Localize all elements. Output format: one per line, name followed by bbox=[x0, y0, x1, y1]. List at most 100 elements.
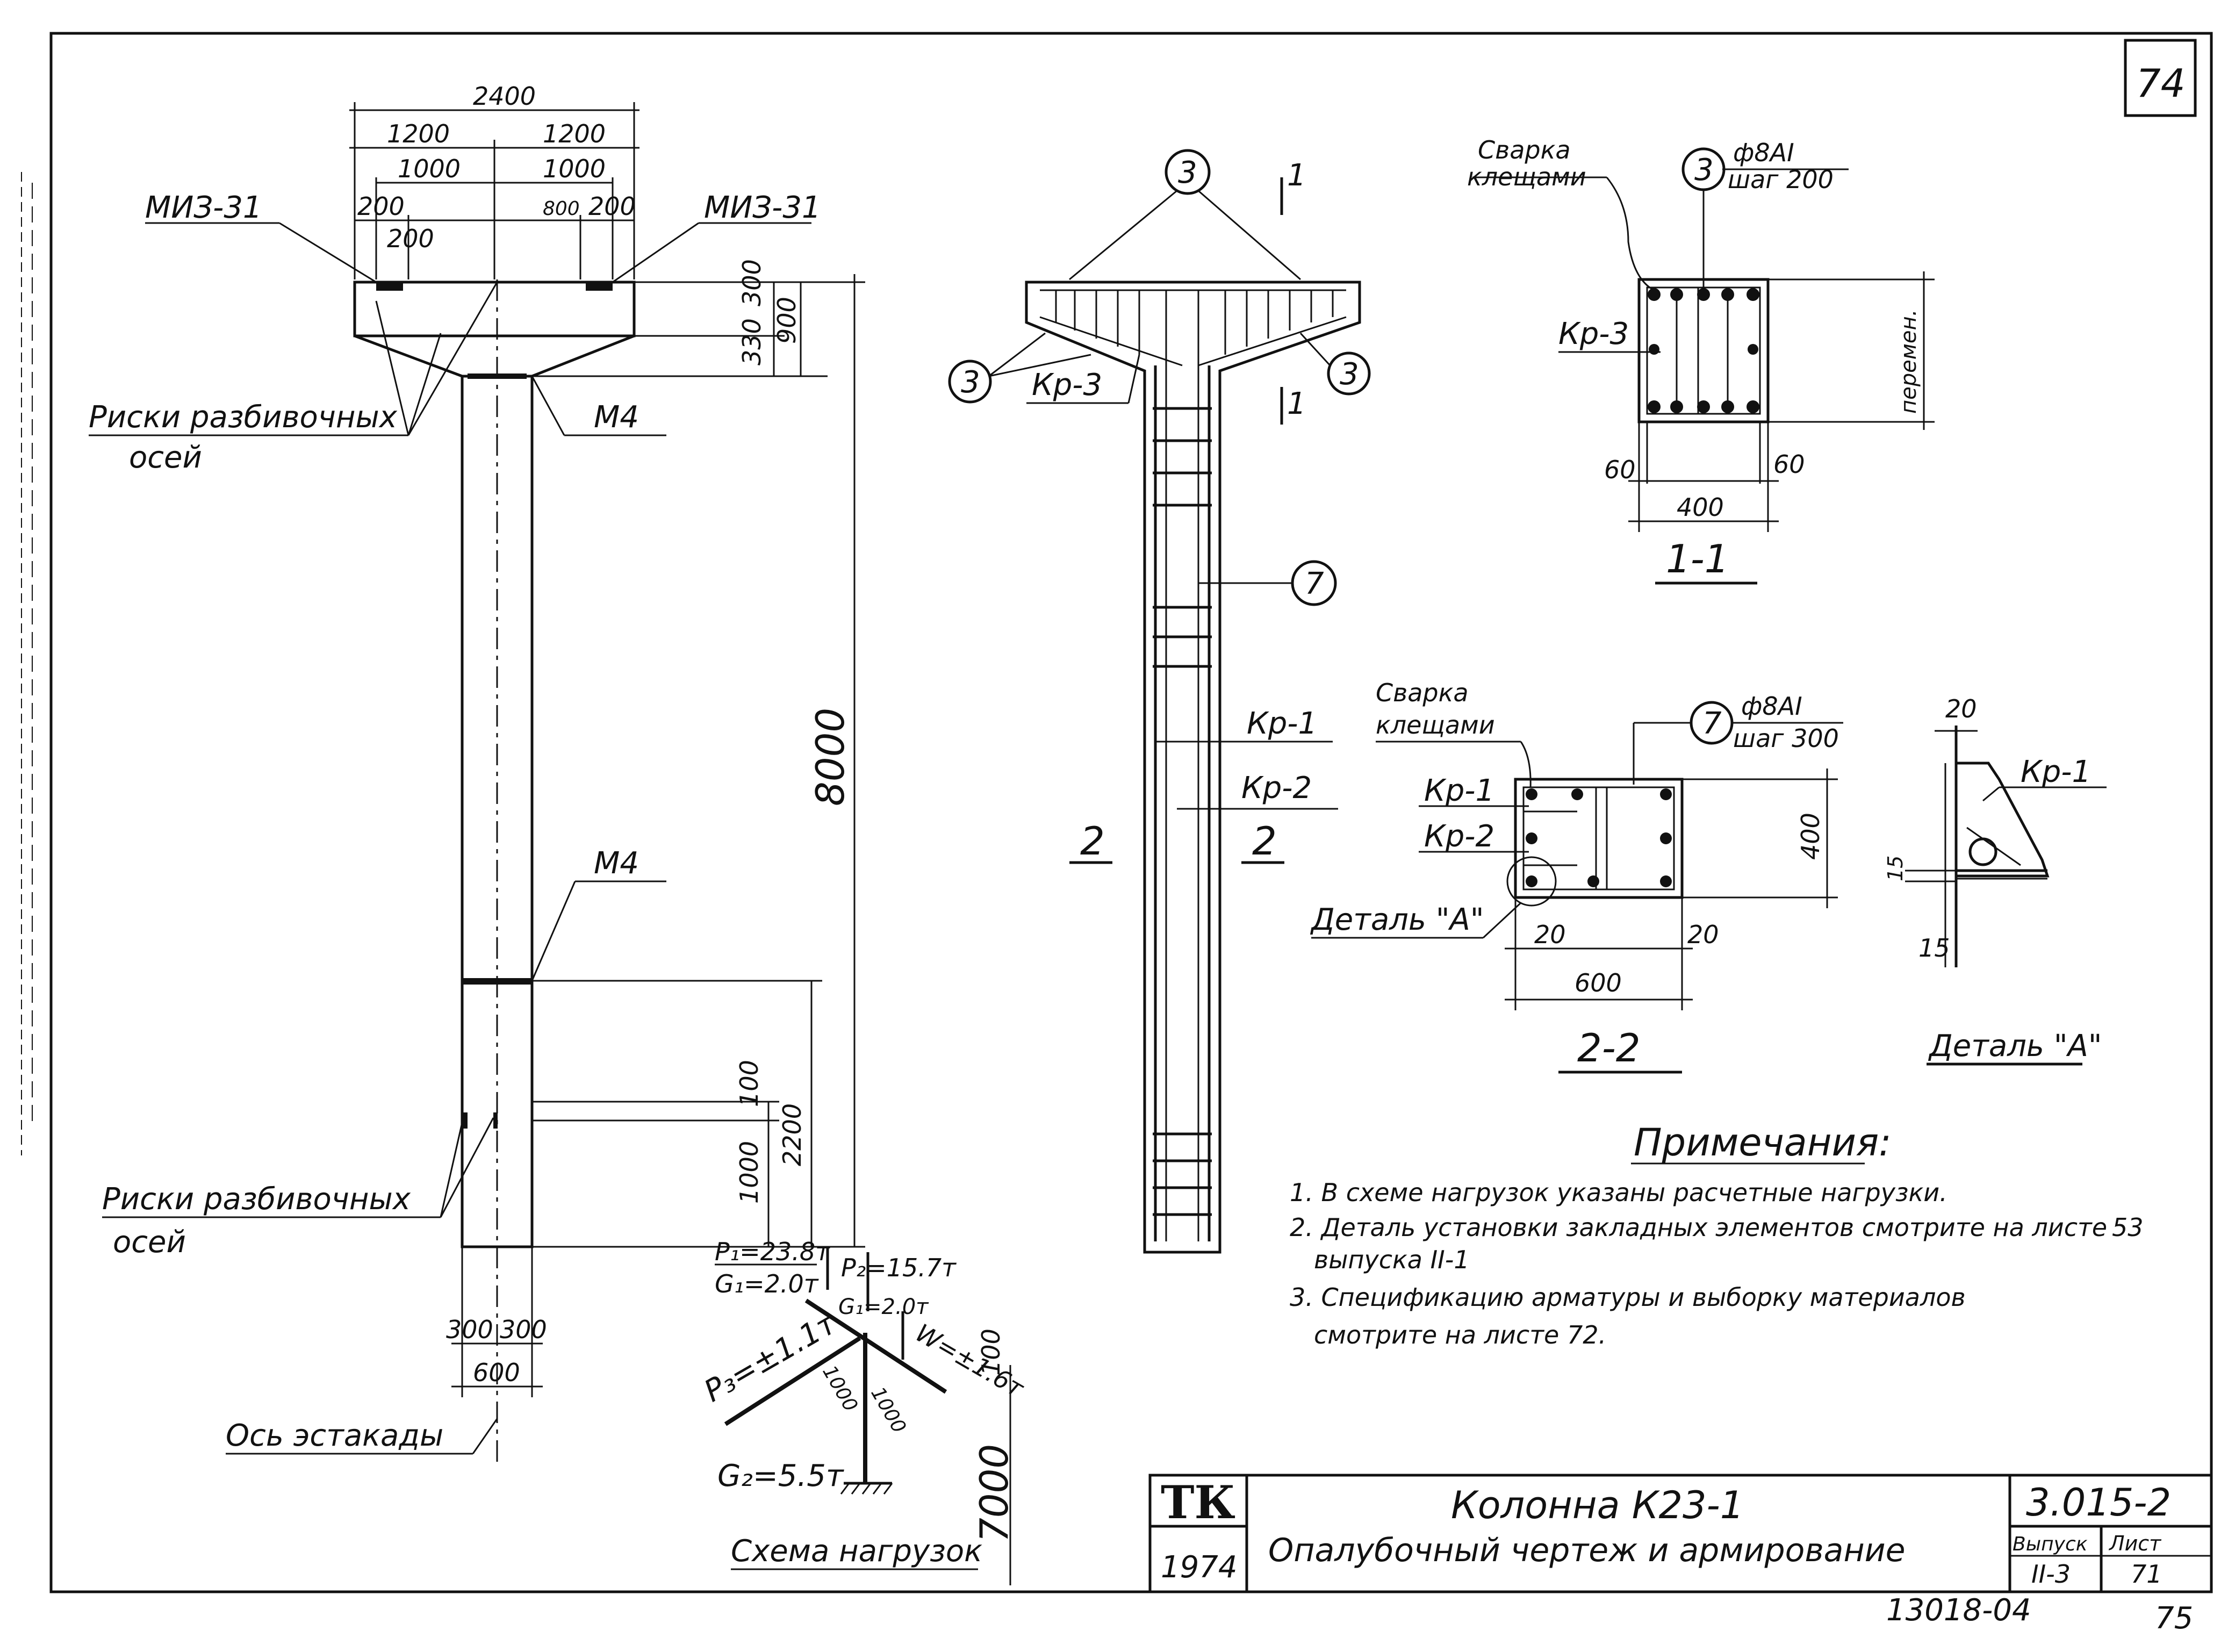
label-kp3-elev: Кр-3 bbox=[1032, 368, 1102, 403]
s11-welding-2: клещами bbox=[1467, 162, 1586, 191]
mark-7-elev: 7 bbox=[1305, 566, 1324, 601]
notes: Примечания: 1. В схеме нагрузок указаны … bbox=[1290, 1121, 2144, 1349]
bottom-page: 75 bbox=[2155, 1601, 2193, 1636]
dim-7000: 7000 bbox=[972, 1444, 1017, 1542]
dim-8000: 8000 bbox=[808, 708, 853, 806]
logo: ТК bbox=[1161, 1476, 1235, 1529]
load-scheme: P₁=23.8т G₁=2.0т P₂=15.7т G₁=2.0т W=±1.6… bbox=[699, 1237, 1029, 1585]
s11-welding-1: Сварка bbox=[1478, 135, 1571, 164]
dim-1000-a: 1000 bbox=[818, 1362, 861, 1416]
s22-title: 2-2 bbox=[1577, 1025, 1641, 1071]
dim-200-c: 200 bbox=[588, 192, 636, 221]
s11-rebar-1: ф8АI bbox=[1733, 138, 1794, 167]
s11-mark-3: 3 bbox=[1694, 153, 1714, 188]
dim-inner-left: 1000 bbox=[398, 154, 461, 183]
mark-3-top: 3 bbox=[1178, 155, 1197, 190]
column-elevation: 2400 1200 1200 1000 1000 200 200 800 200… bbox=[89, 82, 865, 1462]
s22-rebar-1: ф8АI bbox=[1741, 692, 1802, 721]
dim-100: 100 bbox=[735, 1060, 764, 1107]
s22-mark-7: 7 bbox=[1702, 706, 1722, 741]
s22-welding-1: Сварка bbox=[1376, 678, 1469, 707]
s11-variable: перемен. bbox=[1896, 310, 1921, 414]
label-kp2-elev: Кр-2 bbox=[1241, 771, 1312, 806]
load-g1a: G₁=2.0т bbox=[715, 1269, 819, 1298]
label-m4-top: М4 bbox=[594, 400, 639, 435]
dim-330: 330 bbox=[737, 318, 766, 365]
note-1: 1. В схеме нагрузок указаны расчетные на… bbox=[1290, 1178, 1947, 1207]
section-1-bottom: 1 bbox=[1287, 386, 1306, 421]
s11-title: 1-1 bbox=[1666, 536, 1729, 581]
dim-600: 600 bbox=[473, 1358, 520, 1387]
detail-a: 20 Кр-1 15 15 Деталь "А" bbox=[1884, 694, 2107, 1066]
detail-a-dim-20: 20 bbox=[1945, 694, 1977, 723]
reinforcement-elevation: 3 3 3 Кр-3 7 1 1 Кр-1 Кр-2 2 2 bbox=[948, 149, 1371, 1254]
load-g2: G₂=5.5т bbox=[717, 1459, 844, 1493]
s22-dim-400: 400 bbox=[1796, 813, 1825, 860]
dim-100-load: 100 bbox=[976, 1328, 1005, 1376]
note-3b: смотрите на листе 72. bbox=[1314, 1320, 1606, 1349]
dim-total-width: 2400 bbox=[473, 82, 536, 111]
note-2a: 2. Деталь установки закладных элементов … bbox=[1290, 1213, 2107, 1242]
load-g1b: G₁=2.0т bbox=[838, 1295, 929, 1319]
note-3a: 3. Спецификацию арматуры и выборку матер… bbox=[1290, 1283, 1966, 1312]
detail-a-dim-15-a: 15 bbox=[1884, 856, 1907, 881]
head-stirrups bbox=[1055, 290, 1334, 355]
drawing-code: 3.015-2 bbox=[2026, 1481, 2171, 1525]
s22-dim-20-left: 20 bbox=[1534, 920, 1566, 949]
label-miz-right: МИЗ-31 bbox=[704, 190, 821, 225]
page-number: 74 bbox=[2136, 61, 2186, 106]
label-axis: Ось эстакады bbox=[226, 1418, 443, 1453]
detail-a-dim-15-b: 15 bbox=[1918, 933, 1950, 963]
load-p2: P₂=15.7т bbox=[841, 1253, 957, 1282]
s22-dim-20-right: 20 bbox=[1687, 920, 1719, 949]
s11-kp3: Кр-3 bbox=[1558, 317, 1629, 351]
s11-dim-60-left: 60 bbox=[1604, 455, 1636, 484]
dim-2200: 2200 bbox=[778, 1103, 807, 1166]
label-m4-mid: М4 bbox=[594, 846, 639, 881]
dim-1000: 1000 bbox=[735, 1141, 764, 1204]
dim-half-right: 1200 bbox=[543, 119, 606, 148]
dim-1000-b: 1000 bbox=[866, 1383, 910, 1437]
title-block: ТК 1974 Колонна К23-1 Опалубочный чертеж… bbox=[1148, 1474, 2213, 1636]
bottom-code: 13018-04 bbox=[1886, 1593, 2031, 1628]
s11-dim-400: 400 bbox=[1677, 493, 1724, 522]
sheet-value: 71 bbox=[2131, 1560, 2162, 1589]
s22-dim-600: 600 bbox=[1575, 968, 1622, 997]
s22-kp2: Кр-2 bbox=[1424, 819, 1494, 854]
s22-detail-ref: Деталь "А" bbox=[1310, 902, 1484, 937]
label-riski-bot-1: Риски разбивочных bbox=[102, 1182, 411, 1217]
dim-900: 900 bbox=[772, 297, 801, 344]
detail-a-title: Деталь "А" bbox=[1928, 1029, 2102, 1064]
section-2-left: 2 bbox=[1080, 818, 1105, 864]
load-scheme-title: Схема нагрузок bbox=[731, 1534, 982, 1569]
drawing-title-1: Колонна К23-1 bbox=[1451, 1483, 1744, 1527]
section-1-1: Сварка клещами 3 ф8АI шаг 200 Кр-3 перем… bbox=[1467, 135, 1935, 585]
s22-welding-2: клещами bbox=[1376, 710, 1495, 739]
s11-rebar-2: шаг 200 bbox=[1728, 165, 1834, 194]
notes-heading: Примечания: bbox=[1634, 1121, 1892, 1165]
sheet-frame: 74 bbox=[21, 32, 2213, 1593]
mark-3-left: 3 bbox=[961, 365, 980, 400]
s22-kp1: Кр-1 bbox=[1424, 773, 1494, 808]
load-p1: P₁=23.8т bbox=[715, 1237, 830, 1266]
dim-300-left: 300 bbox=[446, 1315, 493, 1344]
label-riski-top-2: осей bbox=[129, 440, 202, 475]
drawing-title-2: Опалубочный чертеж и армирование bbox=[1268, 1532, 1906, 1569]
dim-800: 800 bbox=[543, 198, 580, 220]
label-riski-top-1: Риски разбивочных bbox=[89, 400, 398, 435]
dim-half-left: 1200 bbox=[387, 119, 450, 148]
shaft-stirrups bbox=[1153, 407, 1212, 1216]
dim-200-a: 200 bbox=[357, 192, 405, 221]
dim-inner-right: 1000 bbox=[543, 154, 606, 183]
note-2b: выпуска II-1 bbox=[1314, 1245, 1470, 1274]
s22-rebar-2: шаг 300 bbox=[1733, 724, 1839, 753]
sheet-label: Лист bbox=[2108, 1532, 2162, 1555]
section-1-top: 1 bbox=[1287, 158, 1306, 193]
dim-200-b: 200 bbox=[387, 224, 434, 253]
mark-3-right: 3 bbox=[1340, 357, 1359, 392]
detail-a-kp1: Кр-1 bbox=[2021, 755, 2091, 789]
section-2-2: Сварка клещами 7 ф8АI шаг 300 Кр-1 Кр-2 … bbox=[1310, 678, 1843, 1074]
label-riski-bot-2: осей bbox=[113, 1225, 186, 1260]
